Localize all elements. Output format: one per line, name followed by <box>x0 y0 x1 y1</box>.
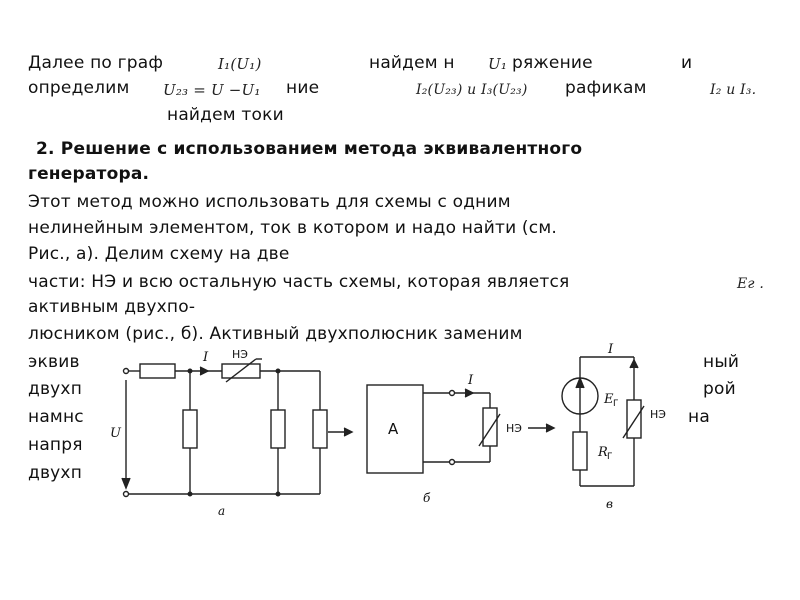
formula-i2-and-i3: I₂ и I₃. <box>710 82 757 98</box>
text-line-3: найдем токи <box>167 105 284 125</box>
fig-a-current-label: I <box>202 350 209 365</box>
text-line-2c: рафикам <box>565 78 647 98</box>
section-heading-line-1: 2. Решение с использованием метода эквив… <box>36 139 583 159</box>
resistor-r4 <box>312 409 328 449</box>
resistor-r3 <box>270 409 286 449</box>
fig-b-caption: б <box>423 491 431 505</box>
fig-b-box-label: А <box>388 420 399 438</box>
fig-c-ne-label: НЭ <box>650 408 666 421</box>
paragraph-line-7a: эквив <box>28 352 80 372</box>
paragraph-line-1: Этот метод можно использовать для схемы … <box>28 192 511 212</box>
fig-c-emf-label: E <box>603 392 614 407</box>
fig-a-ne-label: НЭ <box>232 348 248 361</box>
paragraph-line-8b: рой <box>703 379 736 399</box>
formula-u1: U₁ <box>488 55 508 73</box>
text-line-1a: Далее по граф <box>28 53 164 73</box>
paragraph-line-9b: на <box>688 407 710 427</box>
text-line-1d: и <box>681 53 693 73</box>
fig-c-resistance-subscript: Г <box>607 452 613 462</box>
nonlinear-element-b <box>482 407 498 447</box>
active-two-port-box <box>366 384 424 474</box>
fig-c-current-label: I <box>607 342 614 357</box>
nonlinear-element-c <box>626 399 642 439</box>
formula-eg: Eг . <box>737 276 764 292</box>
fig-c-resistance-label: R <box>597 445 608 460</box>
fig-a-voltage-label: U <box>110 426 122 441</box>
paragraph-line-9a: намнс <box>28 407 84 427</box>
paragraph-line-10a: напря <box>28 435 83 455</box>
paragraph-line-3: Рис., а). Делим схему на две <box>28 244 290 264</box>
paragraph-line-6: люсником (рис., б). Активный двухполюсни… <box>28 324 523 344</box>
paragraph-line-4: части: НЭ и всю остальную часть схемы, к… <box>28 272 570 292</box>
fig-c-caption: в <box>606 497 613 511</box>
formula-u23: U₂₃ = U −U₁ <box>163 81 261 99</box>
resistor-r1 <box>139 363 176 379</box>
fig-b-current-label: I <box>467 373 474 388</box>
fig-c-emf-subscript: Г <box>613 399 619 409</box>
text-line-1b: найдем н <box>369 53 455 73</box>
text-line-2b: ние <box>286 78 320 98</box>
paragraph-line-2: нелинейным элементом, ток в котором и на… <box>28 218 557 238</box>
paragraph-line-7b: ный <box>703 352 740 372</box>
paragraph-line-11a: двухп <box>28 463 83 483</box>
paragraph-line-8a: двухп <box>28 379 83 399</box>
fig-b-ne-label: НЭ <box>506 422 522 435</box>
formula-i1-u1: I₁(U₁) <box>218 55 262 73</box>
section-heading-line-2: генератора. <box>28 164 150 184</box>
fig-a-caption: а <box>218 504 225 518</box>
paragraph-line-5: активным двухпо- <box>28 297 196 317</box>
resistor-r2 <box>182 409 198 449</box>
resistor-rg <box>572 431 588 471</box>
text-line-2a: определим <box>28 78 130 98</box>
formula-i2-i3: I₂(U₂₃) и I₃(U₂₃) <box>416 82 528 98</box>
text-line-1c: ряжение <box>512 53 593 73</box>
